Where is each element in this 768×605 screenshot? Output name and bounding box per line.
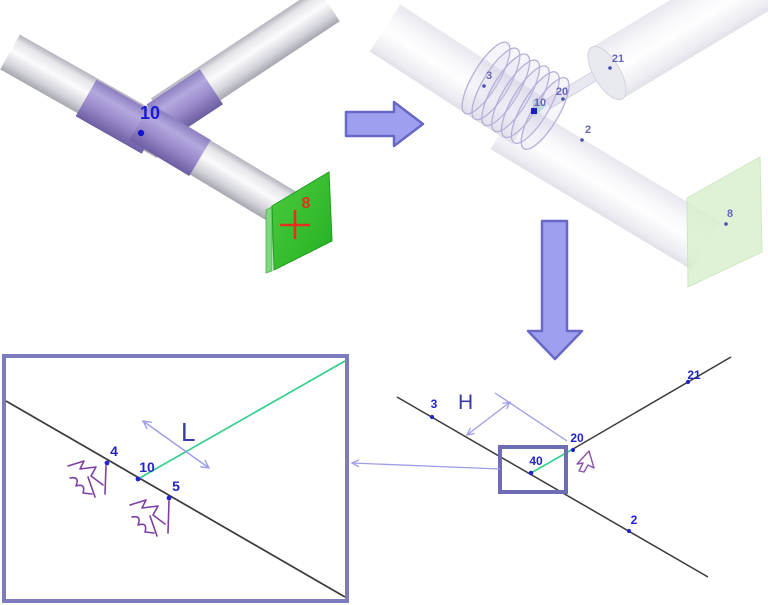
ghost-point-label-8: 8 <box>727 208 733 220</box>
spring-coil <box>461 41 570 150</box>
ghost-point-label-2: 2 <box>585 124 591 136</box>
sketch-arrow-icon-point5 <box>129 499 170 537</box>
junction-point-dot <box>137 129 145 137</box>
length-dimension-arrow <box>142 420 210 469</box>
datum-plane-green: 8 <box>265 171 333 274</box>
skeleton-diagram: H 3 21 20 40 2 <box>350 356 732 578</box>
ghost-pipe-lower-right <box>490 100 721 271</box>
cursor-sketch-icon <box>576 450 595 473</box>
zoom-branch-line-green <box>137 360 346 480</box>
zoom-point-dots <box>104 460 172 501</box>
length-dimension <box>141 420 211 469</box>
ghost-point-label-3: 3 <box>486 70 492 82</box>
zoom-point-label-4: 4 <box>110 443 118 459</box>
transform-arrow-right-icon <box>344 100 425 148</box>
cut-face-ellipse <box>587 45 627 101</box>
main-axis-line <box>396 396 709 578</box>
zoom-box-border <box>2 354 349 603</box>
ghost-point-dots <box>482 66 728 226</box>
skeleton-point-label-2: 2 <box>631 513 638 527</box>
plane-cross-icon <box>280 210 310 239</box>
height-dimension <box>465 392 568 442</box>
zoom-point-label-5: 5 <box>172 478 180 494</box>
ghost-pipe-upper-right <box>587 0 768 101</box>
skeleton-point-dots <box>429 379 691 534</box>
ghost-point-label-21: 21 <box>612 53 624 65</box>
transform-arrow-down-icon <box>526 219 584 361</box>
ghost-point-label-20: 20 <box>556 86 568 98</box>
ghost-point-label-10: 10 <box>534 97 546 109</box>
ghost-pipe-left <box>369 4 543 145</box>
zoom-detail-box: L 4 10 5 <box>2 354 349 603</box>
skeleton-point-label-21: 21 <box>687 368 701 382</box>
sketch-arrow-icon-point4 <box>67 460 107 498</box>
junction-label: 10 <box>140 103 160 123</box>
selection-rectangle <box>498 445 568 494</box>
branch-axis-line <box>572 356 732 450</box>
zoom-point-label-10: 10 <box>139 459 155 475</box>
ghost-datum-plane <box>686 156 763 288</box>
length-dimension-label: L <box>181 417 195 447</box>
height-dimension-label: H <box>458 391 473 414</box>
skeleton-point-label-40: 40 <box>529 454 543 468</box>
zoom-main-axis-line <box>5 400 346 598</box>
solid-tee-model: 10 8 <box>0 0 340 274</box>
skeleton-point-label-20: 20 <box>570 431 584 445</box>
height-reference-line <box>494 392 568 442</box>
plane-label: 8 <box>302 195 311 212</box>
skeleton-point-label-3: 3 <box>431 397 438 411</box>
height-dimension-arrow <box>466 401 511 436</box>
ghost-tee-model: 3 20 10 21 2 8 <box>369 0 768 288</box>
zoom-connector-arrow <box>350 459 501 470</box>
